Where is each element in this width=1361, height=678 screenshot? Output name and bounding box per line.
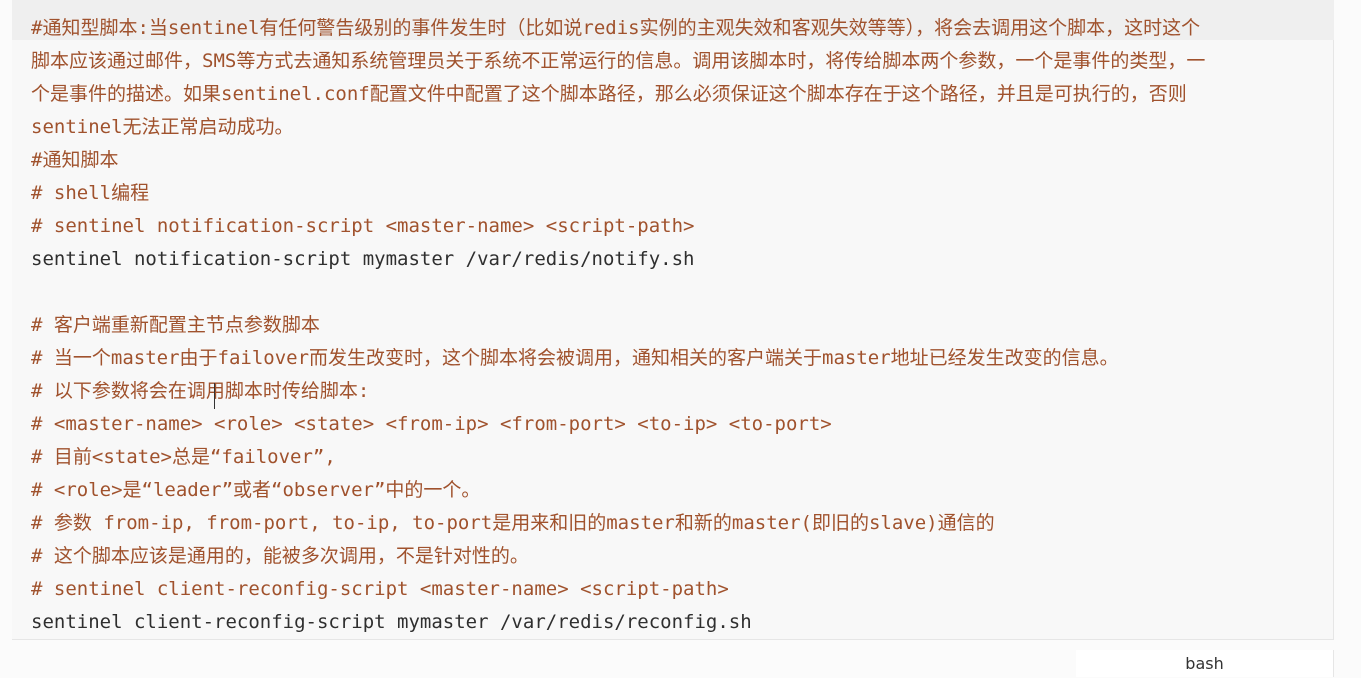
code-line-3[interactable]: 个是事件的描述。如果sentinel.conf配置文件中配置了这个脚本路径，那么… bbox=[31, 83, 1187, 105]
code-line-19[interactable]: sentinel client-reconfig-script mymaster… bbox=[31, 611, 752, 633]
code-block[interactable]: #通知型脚本:当sentinel有任何警告级别的事件发生时（比如说redis实例… bbox=[12, 0, 1334, 640]
code-line-17[interactable]: # 这个脚本应该是通用的，能被多次调用，不是针对性的。 bbox=[31, 545, 529, 567]
code-block-highlight-band bbox=[12, 0, 1334, 40]
code-line-4[interactable]: sentinel无法正常启动成功。 bbox=[31, 116, 294, 138]
code-line-13[interactable]: # <master-name> <role> <state> <from-ip>… bbox=[31, 413, 832, 435]
code-line-16[interactable]: # 参数 from-ip, from-port, to-ip, to-port是… bbox=[31, 512, 995, 534]
code-line-14[interactable]: # 目前<state>总是“failover”, bbox=[31, 446, 336, 468]
code-line-1[interactable]: #通知型脚本:当sentinel有任何警告级别的事件发生时（比如说redis实例… bbox=[31, 17, 1201, 39]
code-line-18[interactable]: # sentinel client-reconfig-script <maste… bbox=[31, 578, 729, 600]
code-line-8[interactable]: sentinel notification-script mymaster /v… bbox=[31, 248, 695, 270]
code-line-11[interactable]: # 当一个master由于failover而发生改变时，这个脚本将会被调用，通知… bbox=[31, 347, 1119, 369]
code-line-2[interactable]: 脚本应该通过邮件，SMS等方式去通知系统管理员关于系统不正常运行的信息。调用该脚… bbox=[31, 50, 1206, 72]
code-line-15[interactable]: # <role>是“leader”或者“observer”中的一个。 bbox=[31, 479, 481, 501]
code-line-12[interactable]: # 以下参数将会在调用脚本时传给脚本: bbox=[31, 380, 370, 402]
code-language-label[interactable]: bash bbox=[1076, 650, 1334, 677]
code-line-6[interactable]: # shell编程 bbox=[31, 182, 150, 204]
code-line-7[interactable]: # sentinel notification-script <master-n… bbox=[31, 215, 695, 237]
text-cursor bbox=[214, 383, 215, 409]
code-line-10[interactable]: # 客户端重新配置主节点参数脚本 bbox=[31, 314, 320, 336]
code-line-5[interactable]: #通知脚本 bbox=[31, 149, 119, 171]
